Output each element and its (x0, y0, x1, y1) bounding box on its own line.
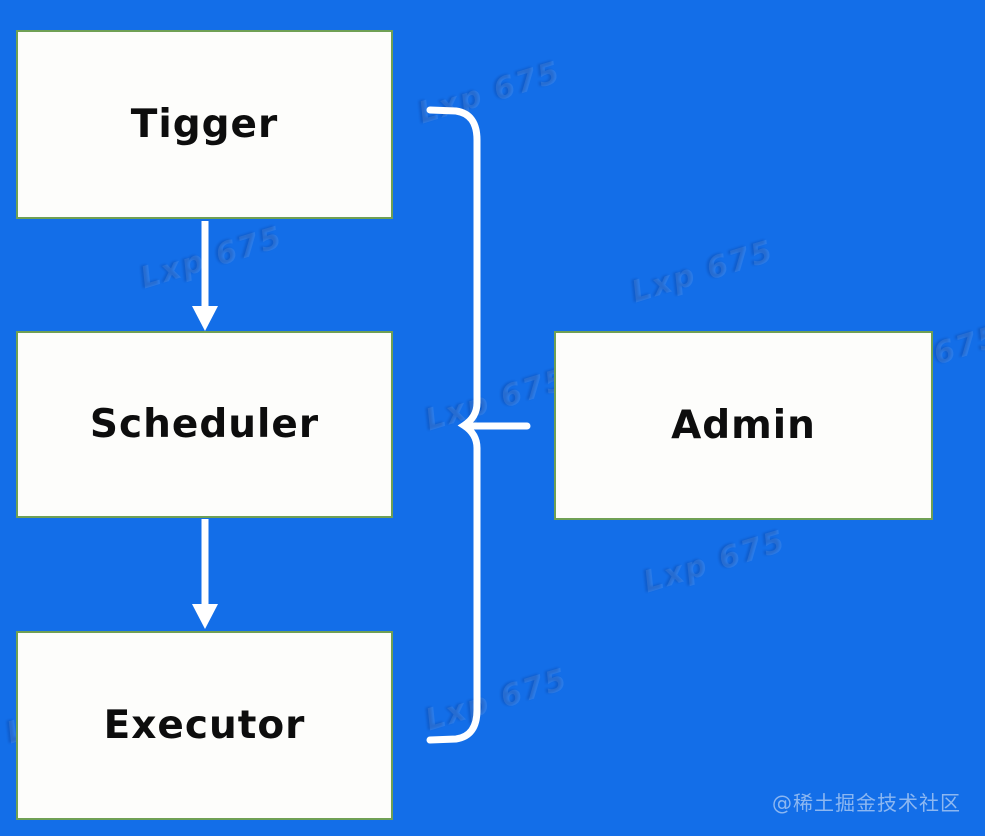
arrow-head-icon (192, 604, 218, 629)
arrow-tigger-to-scheduler (192, 221, 218, 331)
node-scheduler: Scheduler (16, 331, 393, 518)
node-tigger: Tigger (16, 30, 393, 219)
node-admin: Admin (554, 331, 933, 520)
node-scheduler-label: Scheduler (89, 402, 320, 447)
node-executor: Executor (16, 631, 393, 820)
arrow-head-icon (192, 306, 218, 331)
arrow-scheduler-to-executor (192, 519, 218, 629)
node-tigger-label: Tigger (130, 102, 279, 147)
node-admin-label: Admin (671, 403, 816, 448)
node-executor-label: Executor (103, 703, 306, 748)
